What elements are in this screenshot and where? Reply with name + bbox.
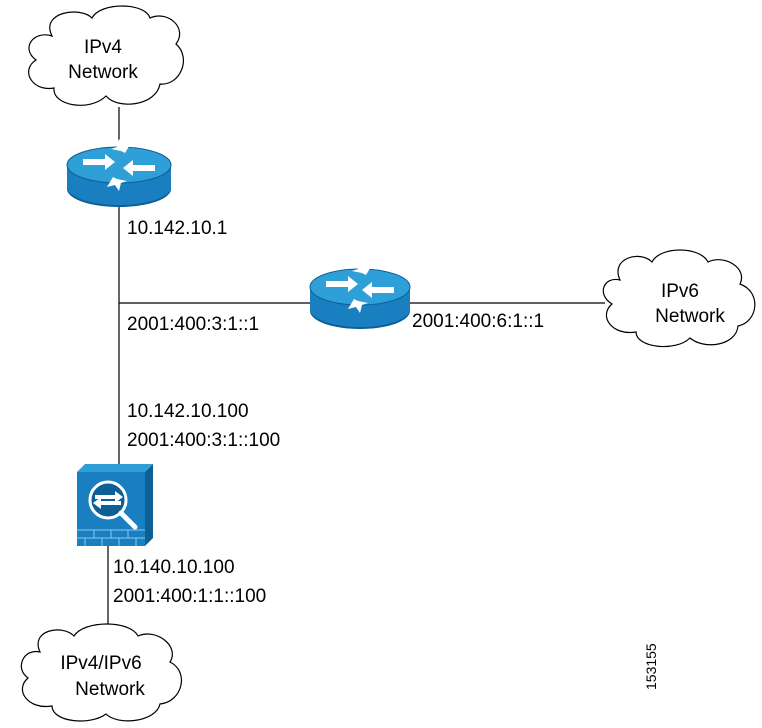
ipv6-network-cloud: IPv6 Network (602, 249, 756, 348)
router-1 (66, 139, 172, 207)
asa-outside-ipv4: 10.142.10.100 (127, 401, 249, 422)
ipv4-cloud-line1: IPv4 (84, 37, 122, 58)
asa-outside-ipv6: 2001:400:3:1::100 (127, 430, 280, 451)
asa-inside-ipv6: 2001:400:1:1::100 (113, 586, 266, 607)
router2-right-address: 2001:400:6:1::1 (412, 311, 544, 332)
router-icon (309, 261, 411, 329)
ipv4-cloud-line2: Network (68, 62, 138, 83)
router1-address: 10.142.10.1 (127, 218, 227, 239)
router-icon (66, 139, 172, 207)
security-appliance-icon (77, 464, 153, 546)
figure-id: 153155 (643, 643, 659, 690)
ipv6-cloud-line1: IPv6 (661, 281, 699, 302)
ipv4-ipv6-network-cloud: IPv4/IPv6 Network (20, 623, 182, 722)
dual-cloud-line1: IPv4/IPv6 (60, 653, 141, 674)
asa-appliance (77, 464, 153, 546)
ipv4-network-cloud: IPv4 Network (28, 5, 185, 106)
dual-cloud-line2: Network (75, 679, 145, 700)
router-2 (309, 261, 411, 329)
router2-left-address: 2001:400:3:1::1 (127, 314, 259, 335)
ipv6-cloud-line2: Network (655, 306, 725, 327)
asa-inside-ipv4: 10.140.10.100 (113, 557, 235, 578)
